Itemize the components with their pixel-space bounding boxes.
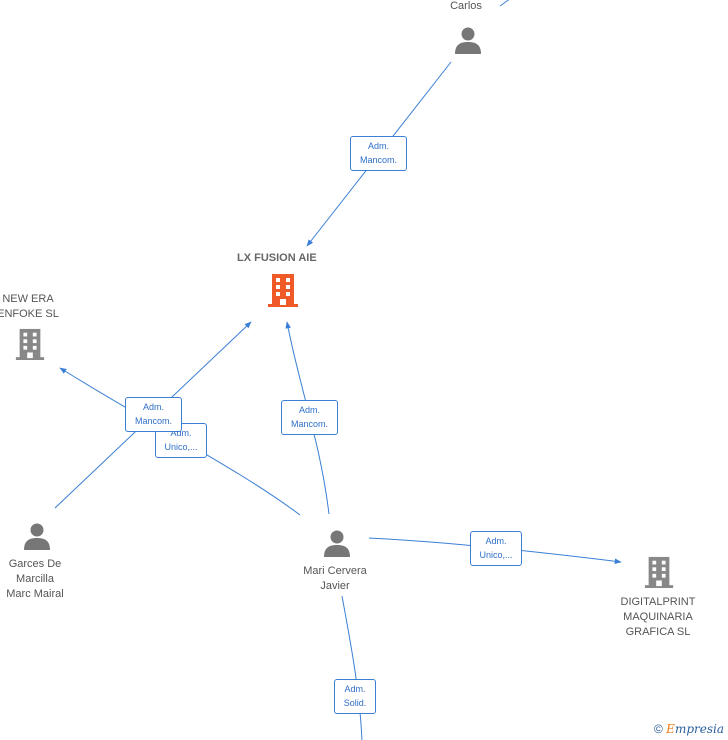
badge-line1: Adm. (170, 428, 192, 438)
badge-line2: Mancom. (359, 155, 397, 165)
badge-line1: Adm. (344, 684, 366, 694)
badge-line2: Unico,... (479, 550, 513, 560)
badge-line1: Adm. (142, 402, 164, 412)
copyright-symbol: © (653, 722, 663, 736)
edge-badge-mari-digital[interactable]: Adm. Unico,... (470, 531, 522, 566)
mari-line1: Mari Cervera (303, 565, 367, 577)
mari-label[interactable]: Mari Cervera Javier (290, 564, 380, 594)
empresia-watermark: © Empresia (654, 722, 724, 736)
digitalprint-label[interactable]: DIGITALPRINT MAQUINARIA GRAFICA SL (612, 595, 704, 640)
badge-line1: Adm. (485, 536, 507, 546)
person-icon[interactable] (22, 521, 52, 551)
person-icon[interactable] (322, 528, 352, 558)
building-icon[interactable] (643, 554, 675, 590)
new-era-line1: NEW ERA (2, 293, 54, 305)
person-icon[interactable] (453, 25, 483, 55)
badge-line2: Mancom. (134, 416, 172, 426)
garces-line2: Marcilla (16, 573, 54, 585)
lx-fusion-label[interactable]: LX FUSION AIE (237, 252, 317, 264)
carlos-label[interactable]: Carlos (450, 0, 482, 12)
edge-badge-carlos-lx[interactable]: Adm. Mancom. (350, 136, 407, 171)
brand-name: mpresia (674, 722, 724, 736)
badge-line2: Unico,... (164, 442, 198, 452)
edge-mari-down (341, 595, 363, 740)
edge-badge-garces-lx[interactable]: Adm. Mancom. (125, 397, 182, 432)
digitalprint-line3: GRAFICA SL (625, 626, 691, 638)
badge-line1: Adm. (367, 141, 389, 151)
new-era-line2: ENFOKE SL (0, 308, 59, 320)
badge-line2: Mancom. (290, 419, 328, 429)
edge-badge-mari-lx[interactable]: Adm. Mancom. (281, 400, 338, 435)
badge-line1: Adm. (298, 405, 320, 415)
building-icon[interactable] (266, 272, 300, 308)
badge-line2: Solid. (343, 698, 367, 708)
brand-initial: E (666, 722, 675, 736)
digitalprint-line2: MAQUINARIA (623, 611, 693, 623)
new-era-label[interactable]: NEW ERA ENFOKE SL (0, 292, 70, 322)
digitalprint-line1: DIGITALPRINT (620, 596, 696, 608)
building-icon[interactable] (14, 326, 46, 362)
garces-label[interactable]: Garces De Marcilla Marc Mairal (0, 557, 76, 602)
mari-line2: Javier (320, 580, 350, 592)
edge-badge-mari-down[interactable]: Adm. Solid. (334, 679, 376, 714)
garces-line1: Garces De (8, 558, 62, 570)
edge-carlos-top (499, 0, 510, 7)
garces-line3: Marc Mairal (6, 588, 64, 600)
